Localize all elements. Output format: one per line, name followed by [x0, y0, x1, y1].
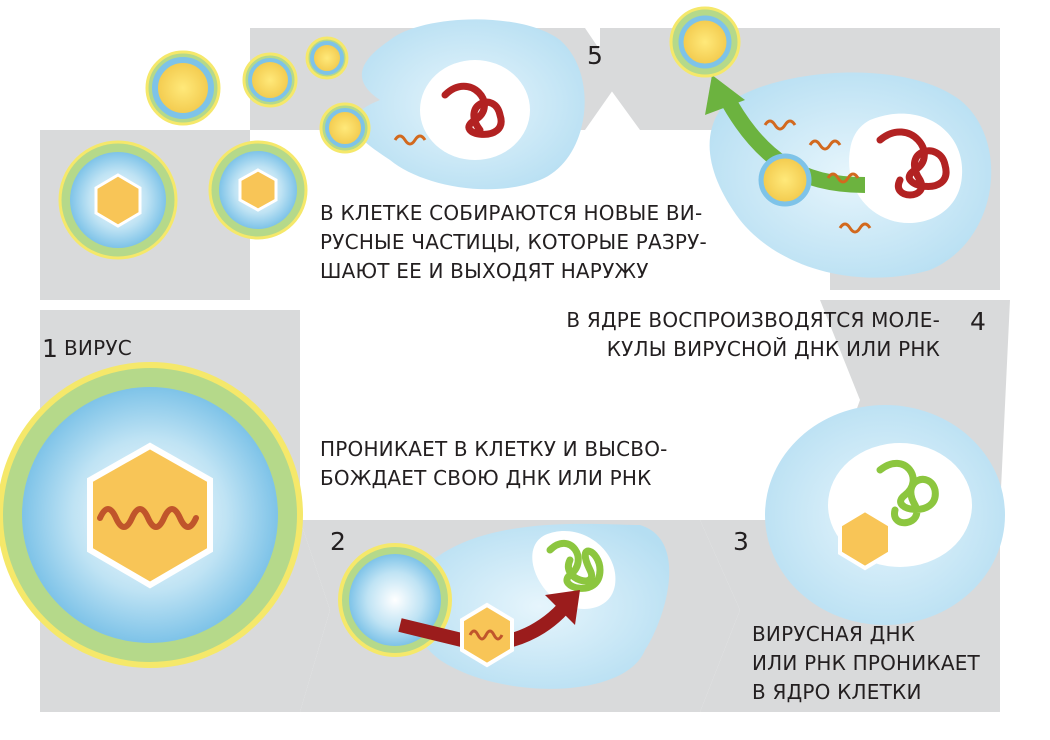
step4-text: В ЯДРЕ ВОСПРОИЗВОДЯТСЯ МОЛЕ- КУЛЫ ВИРУСН…	[566, 306, 940, 364]
step-number-2: 2	[330, 528, 346, 556]
step-number-1: 1	[42, 335, 58, 363]
step1-text: ПРОНИКАЕТ В КЛЕТКУ И ВЫСВО- БОЖДАЕТ СВОЮ…	[320, 435, 668, 493]
step4-virus-body	[761, 156, 809, 204]
step4-text-line-1: В ЯДРЕ ВОСПРОИЗВОДЯТСЯ МОЛЕ-	[566, 306, 940, 335]
step3-text: ВИРУСНАЯ ДНК ИЛИ РНК ПРОНИКАЕТ В ЯДРО КЛ…	[752, 620, 980, 707]
step3-text-line-3: В ЯДРО КЛЕТКИ	[752, 678, 980, 707]
step5-text-line-2: РУСНЫЕ ЧАСТИЦЫ, КОТОРЫЕ РАЗРУ-	[320, 228, 707, 257]
step-number-5: 5	[587, 42, 603, 70]
virus-particle-2-core	[250, 60, 290, 100]
step1-text-line-2: БОЖДАЕТ СВОЮ ДНК ИЛИ РНК	[320, 464, 668, 493]
step1-text-line-1: ПРОНИКАЕТ В КЛЕТКУ И ВЫСВО-	[320, 435, 668, 464]
step3-capsid	[840, 510, 890, 568]
step3-text-line-1: ВИРУСНАЯ ДНК	[752, 620, 980, 649]
step-number-3: 3	[733, 528, 749, 556]
virus-particle-5-capsid	[96, 175, 140, 226]
virus-particle-6-capsid	[240, 170, 276, 210]
step4-released-virus	[681, 18, 729, 66]
virus-particle-3-core	[312, 43, 342, 73]
step5-text-line-3: ШАЮТ ЕЕ И ВЫХОДЯТ НАРУЖУ	[320, 257, 707, 286]
virus-particle-4-core	[327, 110, 363, 146]
step5-text-line-1: В КЛЕТКЕ СОБИРАЮТСЯ НОВЫЕ ВИ-	[320, 199, 707, 228]
step4-text-line-2: КУЛЫ ВИРУСНОЙ ДНК ИЛИ РНК	[566, 335, 940, 364]
step3-text-line-2: ИЛИ РНК ПРОНИКАЕТ	[752, 649, 980, 678]
step-number-4: 4	[970, 308, 986, 336]
virus-particle-1-core	[155, 60, 211, 116]
step1-label: ВИРУС	[64, 334, 132, 363]
step5-text: В КЛЕТКЕ СОБИРАЮТСЯ НОВЫЕ ВИ- РУСНЫЕ ЧАС…	[320, 199, 707, 286]
big-virus	[0, 365, 300, 665]
step3-cell	[765, 405, 1005, 625]
